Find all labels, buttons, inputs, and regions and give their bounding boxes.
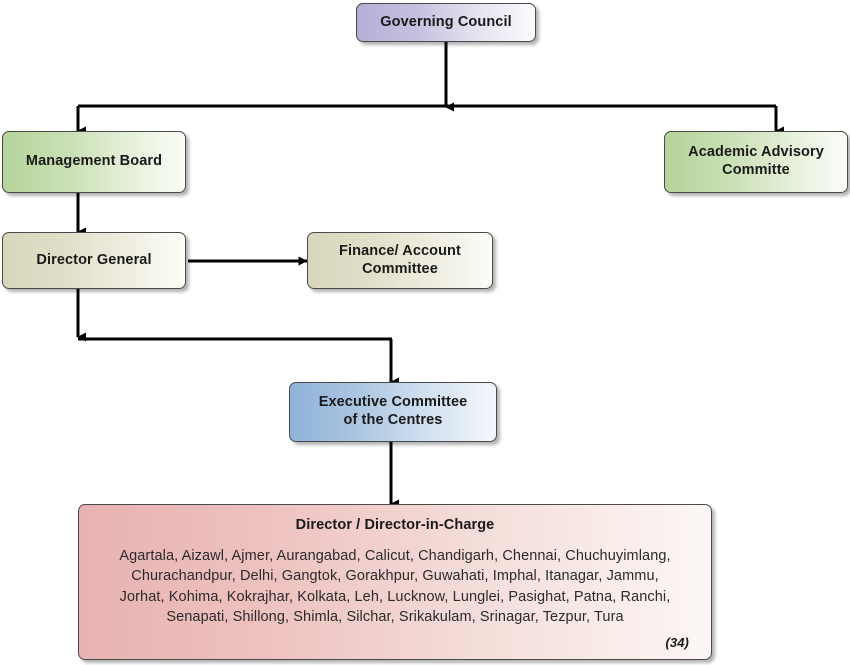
node-director-in-charge[interactable]: Director / Director-in-Charge Agartala, … [78,504,712,660]
node-director-general-label: Director General [36,251,152,268]
node-finance-account-committee-label: Finance/ Account Committee [339,242,461,277]
node-director-general[interactable]: Director General [2,232,186,289]
node-executive-committee-label: Executive Committee of the Centres [318,394,468,428]
node-director-in-charge-count: (34) [665,635,689,651]
node-management-board-label: Management Board [25,153,163,170]
node-director-in-charge-centres: Agartala, Aizawl, Ajmer, Aurangabad, Cal… [119,547,671,626]
node-management-board[interactable]: Management Board [2,131,186,193]
node-executive-committee-of-the-centres[interactable]: Executive Committee of the Centres [289,382,497,442]
node-academic-advisory-committee[interactable]: Academic Advisory Committe [664,131,848,193]
node-finance-account-committee[interactable]: Finance/ Account Committee [307,232,493,289]
node-governing-council-label: Governing Council [380,13,512,30]
node-director-in-charge-title: Director / Director-in-Charge [295,517,495,533]
node-academic-advisory-committee-label: Academic Advisory Committe [688,144,824,178]
node-governing-council[interactable]: Governing Council [356,3,536,42]
